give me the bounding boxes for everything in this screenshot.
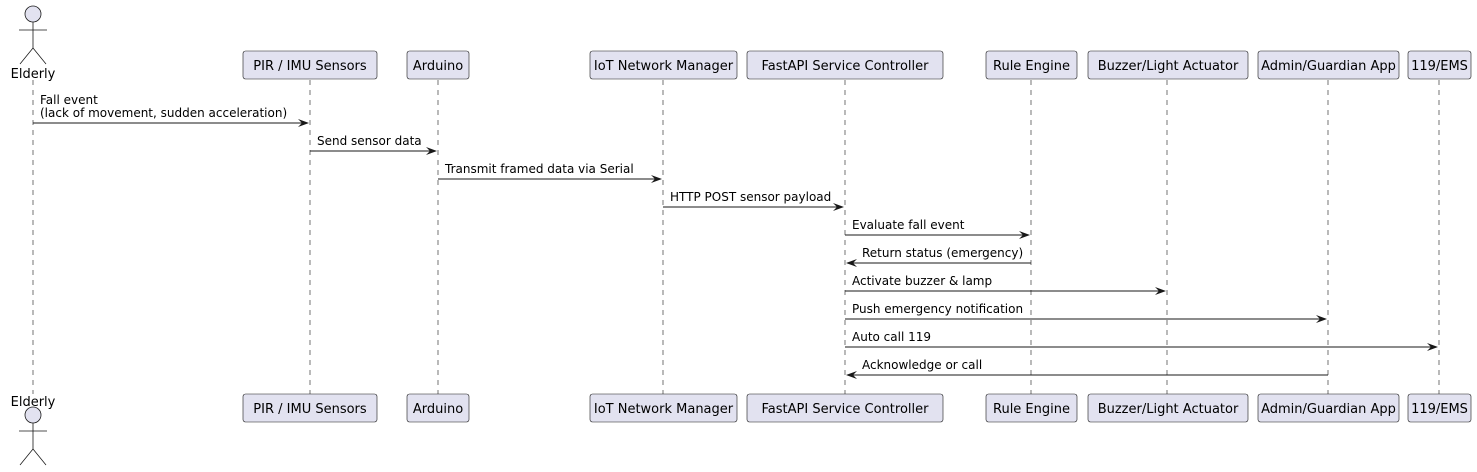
participant-119-ems-bottom: 119/EMS <box>1407 393 1472 423</box>
participant-pir-imu-sensors-top: PIR / IMU Sensors <box>242 50 378 80</box>
arrowhead-icon <box>1316 315 1327 323</box>
participant-rule-engine-bottom: Rule Engine <box>985 393 1078 423</box>
message-label: Evaluate fall event <box>852 218 965 232</box>
arrowhead-icon <box>298 119 309 127</box>
arrowhead-icon <box>846 371 857 379</box>
participant-label-fastapi-service-controller-bottom: FastAPI Service Controller <box>762 402 930 417</box>
participant-label-arduino-bottom: Arduino <box>413 402 463 417</box>
message-label: Send sensor data <box>317 134 422 148</box>
participant-iot-network-manager-top: IoT Network Manager <box>589 50 738 80</box>
participant-buzzer-light-actuator-bottom: Buzzer/Light Actuator <box>1087 393 1249 423</box>
participant-label-iot-network-manager-top: IoT Network Manager <box>594 59 734 74</box>
participant-iot-network-manager-bottom: IoT Network Manager <box>589 393 738 423</box>
arrowhead-icon <box>1427 343 1438 351</box>
arrowhead-icon <box>846 259 857 267</box>
message-9: Auto call 119 <box>845 330 1438 351</box>
message-label: Push emergency notification <box>852 302 1023 316</box>
arrowhead-icon <box>651 175 662 183</box>
arrowhead-icon <box>1155 287 1166 295</box>
message-label: Transmit framed data via Serial <box>444 162 634 176</box>
arrowhead-icon <box>833 203 844 211</box>
message-8: Push emergency notification <box>845 302 1327 323</box>
message-1: Fall event(lack of movement, sudden acce… <box>33 93 309 127</box>
participant-label-admin-guardian-app-top: Admin/Guardian App <box>1261 59 1396 74</box>
participant-label-pir-imu-sensors-bottom: PIR / IMU Sensors <box>253 402 367 417</box>
actor-label-elderly-top: Elderly <box>11 67 56 82</box>
actor-icon-bottom <box>19 406 47 466</box>
message-6: Return status (emergency) <box>846 246 1031 267</box>
message-label: (lack of movement, sudden acceleration) <box>40 106 287 120</box>
participant-label-119-ems-top: 119/EMS <box>1411 59 1468 74</box>
message-label: HTTP POST sensor payload <box>670 190 831 204</box>
actor-icon-top <box>19 5 47 65</box>
participant-admin-guardian-app-top: Admin/Guardian App <box>1257 50 1400 80</box>
participant-119-ems-top: 119/EMS <box>1407 50 1472 80</box>
arrowhead-icon <box>1019 231 1030 239</box>
message-label: Acknowledge or call <box>862 358 982 372</box>
participant-label-pir-imu-sensors-top: PIR / IMU Sensors <box>253 59 367 74</box>
participant-label-rule-engine-bottom: Rule Engine <box>993 402 1070 417</box>
participant-label-admin-guardian-app-bottom: Admin/Guardian App <box>1261 402 1396 417</box>
message-label: Activate buzzer & lamp <box>852 274 992 288</box>
participant-arduino-top: Arduino <box>406 50 470 80</box>
participant-fastapi-service-controller-bottom: FastAPI Service Controller <box>746 393 944 423</box>
participant-label-rule-engine-top: Rule Engine <box>993 59 1070 74</box>
actor-label-elderly-bottom: Elderly <box>11 395 56 410</box>
message-label: Return status (emergency) <box>862 246 1023 260</box>
message-label: Fall event <box>40 93 98 107</box>
participant-pir-imu-sensors-bottom: PIR / IMU Sensors <box>242 393 378 423</box>
participant-label-119-ems-bottom: 119/EMS <box>1411 402 1468 417</box>
participant-fastapi-service-controller-top: FastAPI Service Controller <box>746 50 944 80</box>
message-4: HTTP POST sensor payload <box>663 190 844 211</box>
participant-label-buzzer-light-actuator-bottom: Buzzer/Light Actuator <box>1098 402 1239 417</box>
participant-buzzer-light-actuator-top: Buzzer/Light Actuator <box>1087 50 1249 80</box>
message-10: Acknowledge or call <box>846 358 1328 379</box>
participant-label-iot-network-manager-bottom: IoT Network Manager <box>594 402 734 417</box>
arrowhead-icon <box>426 147 437 155</box>
message-3: Transmit framed data via Serial <box>438 162 662 183</box>
participant-label-buzzer-light-actuator-top: Buzzer/Light Actuator <box>1098 59 1239 74</box>
message-label: Auto call 119 <box>852 330 931 344</box>
participant-arduino-bottom: Arduino <box>406 393 470 423</box>
message-7: Activate buzzer & lamp <box>845 274 1166 295</box>
participant-admin-guardian-app-bottom: Admin/Guardian App <box>1257 393 1400 423</box>
participant-rule-engine-top: Rule Engine <box>985 50 1078 80</box>
message-2: Send sensor data <box>310 134 437 155</box>
message-5: Evaluate fall event <box>845 218 1030 239</box>
participant-label-arduino-top: Arduino <box>413 59 463 74</box>
participant-label-fastapi-service-controller-top: FastAPI Service Controller <box>762 59 930 74</box>
